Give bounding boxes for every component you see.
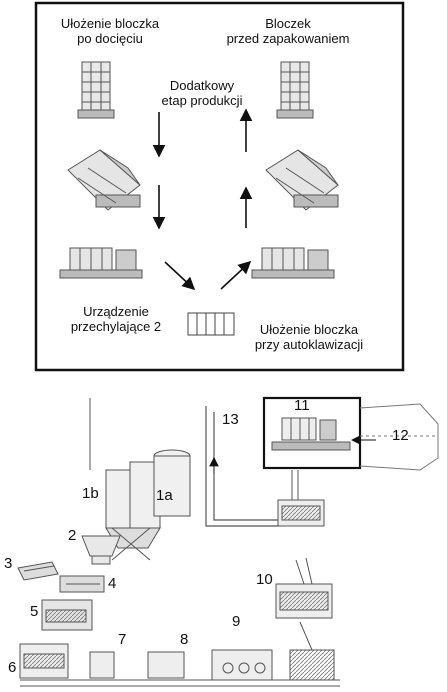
cart-left [60,248,142,278]
label-after-cutting-line2: po docięciu [50,31,170,46]
label-before-packing: Bloczek przed zapakowaniem [212,16,364,46]
machine-5 [42,600,92,630]
plant-number-4: 4 [108,576,116,592]
label-after-cutting: Ułożenie bloczka po docięciu [50,16,170,46]
plant-number-2: 2 [68,528,76,544]
plant-number-10: 10 [256,572,273,588]
mold-3 [18,562,58,580]
plant-number-11: 11 [294,398,310,414]
label-extra-stage: Dodatkowy etap produkcji [142,78,262,108]
plant-number-1a: 1a [156,488,173,504]
conveyor-4 [60,576,104,592]
plant-number-13: 13 [222,412,239,428]
plant-number-12: 12 [392,428,409,444]
plant-number-1b: 1b [82,486,99,502]
plant-number-8: 8 [180,632,188,648]
label-extra-stage-line1: Dodatkowy [142,78,262,93]
cart-right [252,248,334,278]
block-stack-top-right [277,62,313,118]
mixer [82,536,120,564]
label-after-cutting-line1: Ułożenie bloczka [50,16,170,31]
plant-number-7: 7 [118,632,126,648]
label-tilting-line2: przechylające 2 [54,319,178,334]
autoclave-10 [276,558,332,650]
label-autoclave-line2: przy autoklawizacji [236,337,382,352]
label-tilting-line1: Urządzenie [54,304,178,319]
plant-number-9: 9 [232,614,240,630]
label-tilting-device: Urządzenie przechylające 2 [54,304,178,334]
block-stack-top-left [78,62,114,118]
bottom-line [20,644,340,686]
label-autoclave-placement: Ułożenie bloczka przy autoklawizacji [236,322,382,352]
label-before-packing-line2: przed zapakowaniem [212,31,364,46]
plant-number-6: 6 [8,660,16,676]
label-before-packing-line1: Bloczek [212,16,364,31]
label-autoclave-line1: Ułożenie bloczka [236,322,382,337]
plant-number-5: 5 [30,604,38,620]
block-autoclave-icon [188,313,234,335]
label-extra-stage-line2: etap produkcji [142,93,262,108]
plant-number-3: 3 [4,556,12,572]
separator-unit [278,470,324,526]
